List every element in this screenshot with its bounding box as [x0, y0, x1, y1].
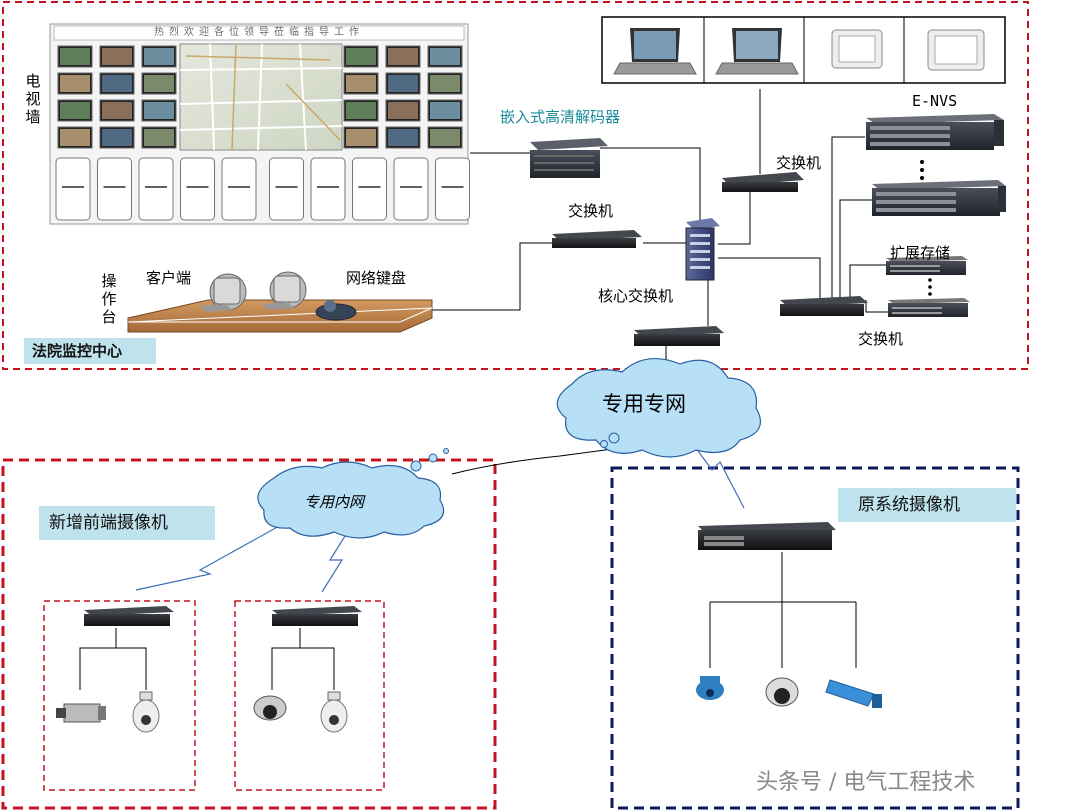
tv-lower-panel — [310, 157, 346, 221]
group1-switch — [84, 606, 174, 626]
orig-cams-label: 原系统摄像机 — [838, 488, 1016, 522]
switch-bottom-right — [780, 296, 868, 316]
tv-screen-image — [144, 75, 174, 92]
new-camera-group-1 — [43, 600, 196, 791]
keyboard-label: 网络键盘 — [346, 269, 407, 287]
new-cameras-region — [1, 458, 497, 810]
tv-screen-image — [102, 48, 132, 65]
operator-console — [127, 271, 433, 333]
switch-top-right — [722, 172, 804, 192]
display-row — [601, 16, 1006, 84]
tv-lower-panel — [393, 157, 429, 221]
tv-lower-panel — [221, 157, 257, 221]
tv-screen-image — [60, 102, 90, 119]
console-label: 操作台 — [101, 272, 117, 326]
network-keyboard — [315, 300, 357, 321]
tv-screen-image — [388, 102, 418, 119]
expand-storage-label: 扩展存储 — [890, 244, 951, 262]
tv-screen-image — [430, 102, 460, 119]
original-cameras-region — [610, 466, 1020, 810]
box-camera-icon — [56, 703, 106, 723]
private-net-label: 专用专网 — [602, 392, 686, 416]
core-switch-chassis — [685, 218, 720, 281]
switch-left-label: 交换机 — [568, 202, 614, 220]
switch-bottom-right-label: 交换机 — [858, 330, 904, 348]
tv-lower-panel — [435, 157, 470, 221]
tv-wall-label: 电视墙 — [25, 72, 41, 126]
tv-screen-image — [346, 102, 376, 119]
tv-screen-image — [144, 129, 174, 146]
tv-screen-image — [144, 102, 174, 119]
center-connections — [395, 89, 888, 372]
tv-wall-left-screens — [57, 45, 177, 149]
dome-camera-icon-2 — [253, 695, 287, 721]
center-label: 法院监控中心 — [24, 338, 156, 364]
tv-screen-image — [102, 102, 132, 119]
tv-lower-panel — [55, 157, 91, 221]
inner-net-label: 专用内网 — [304, 493, 365, 511]
tv-screen-image — [60, 48, 90, 65]
expansion-storage-1 — [886, 256, 968, 275]
tv-screen-image — [388, 75, 418, 92]
dome-camera-icon — [765, 677, 799, 707]
tv-screen-image — [102, 129, 132, 146]
switch-left — [552, 230, 642, 248]
ellipsis-dots-storage — [928, 278, 932, 296]
tv-screen-image — [144, 48, 174, 65]
tv-screen-image — [102, 75, 132, 92]
e-nvs-server-2 — [872, 180, 1006, 216]
tv-screen-image — [60, 129, 90, 146]
expansion-storage-2 — [888, 298, 970, 317]
decoder-label: 嵌入式高清解码器 — [500, 108, 621, 126]
speed-dome-camera-icon-1 — [132, 691, 160, 733]
tv-lower-panel — [180, 157, 215, 221]
tv-lower-panel — [138, 157, 174, 221]
original-camera-switch — [698, 522, 836, 550]
core-switch-label: 核心交换机 — [598, 287, 674, 305]
tv-screen-image — [430, 75, 460, 92]
touch-panel-1 — [831, 29, 883, 69]
laptop-2 — [715, 28, 799, 75]
e-nvs-server-1 — [866, 114, 1004, 150]
switch-top-right-label: 交换机 — [776, 154, 822, 172]
tv-screen-image — [346, 48, 376, 65]
new-camera-group-2 — [234, 600, 385, 791]
env-label: E-NVS — [912, 92, 958, 110]
tv-wall-lower-panels — [55, 157, 470, 221]
inner-network-cloud — [257, 461, 445, 539]
tv-screen-image — [388, 48, 418, 65]
hd-decoder — [530, 138, 608, 178]
original-camera-tree — [709, 552, 857, 668]
tv-lower-panel — [269, 157, 304, 221]
switch-below-core — [634, 326, 724, 346]
new-cams-label: 新增前端摄像机 — [39, 506, 215, 540]
watermark: 头条号 / 电气工程技术 — [756, 770, 976, 795]
laptop-1 — [613, 28, 697, 75]
tv-screen-image — [60, 75, 90, 92]
tv-screen-image — [430, 129, 460, 146]
private-network-cloud — [556, 358, 761, 458]
group2-switch — [272, 606, 362, 626]
bullet-camera-icon — [825, 679, 882, 708]
tv-wall-right-screens — [343, 45, 463, 149]
tv-wall — [49, 23, 470, 225]
client-monitor-1 — [200, 273, 247, 312]
tv-screen-image — [346, 129, 376, 146]
tv-screen-image — [346, 75, 376, 92]
speed-dome-camera-icon-2 — [320, 691, 348, 733]
tv-screen-image — [388, 129, 418, 146]
ellipsis-dots-servers — [920, 160, 924, 180]
tv-wall-banner: 热烈欢迎各位领导莅临指导工作 — [154, 27, 364, 38]
tv-screen-image — [430, 48, 460, 65]
client-monitor-2 — [262, 271, 307, 310]
tv-lower-panel — [97, 157, 132, 221]
client-label: 客户端 — [146, 269, 192, 287]
touch-panel-2 — [927, 29, 985, 71]
ptz-camera-icon — [696, 676, 724, 700]
tv-lower-panel — [352, 157, 387, 221]
